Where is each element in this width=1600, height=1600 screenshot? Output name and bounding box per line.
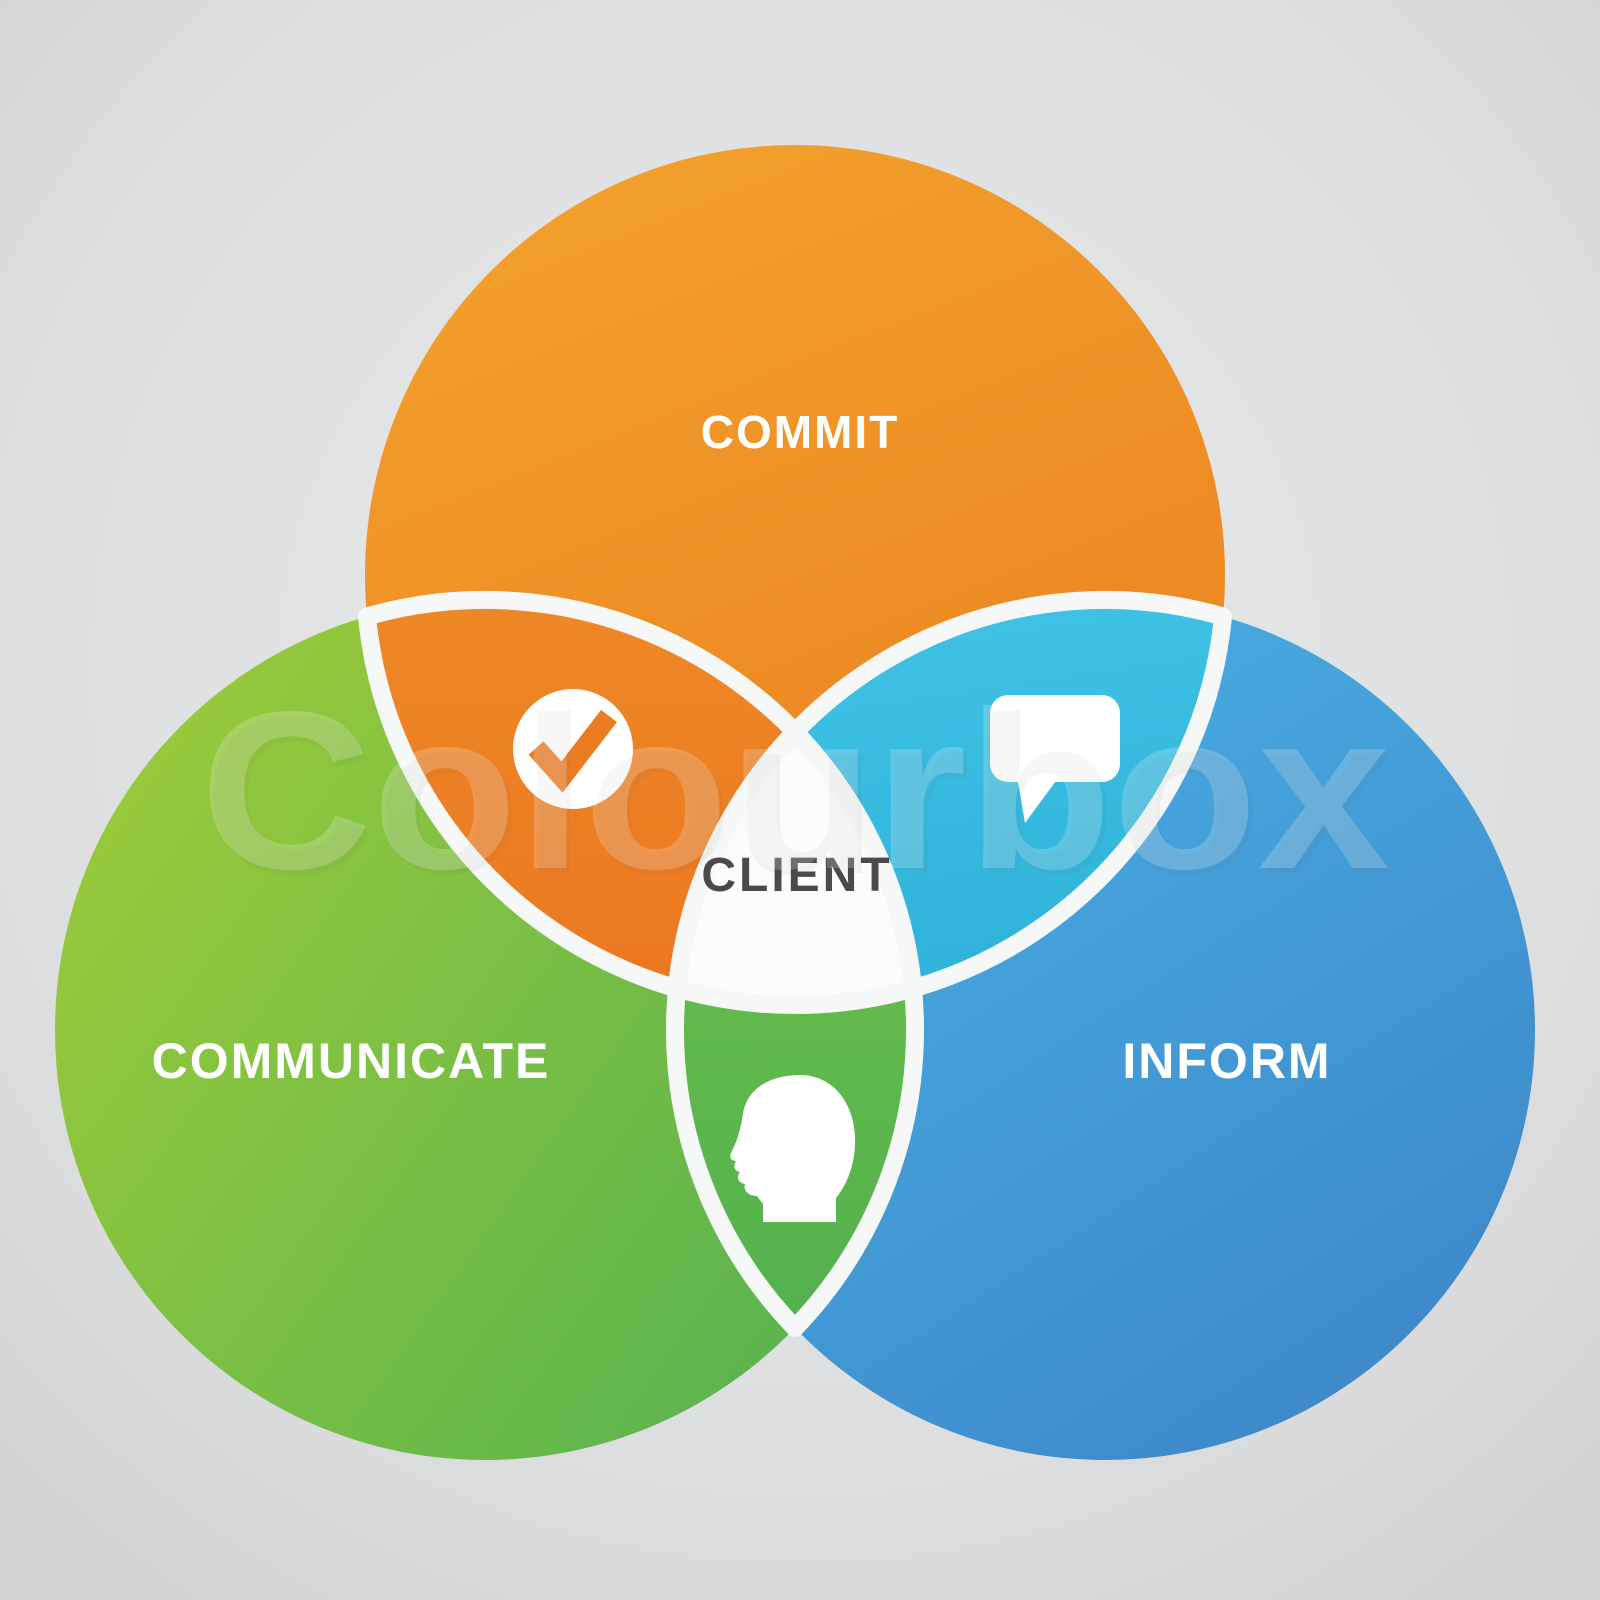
commit-label: COMMIT: [701, 406, 900, 458]
client-label: CLIENT: [701, 849, 892, 902]
watermark-text: Colourbox: [200, 664, 1390, 916]
speech-bubble-icon: [990, 695, 1120, 823]
watermark: Colourbox Colourbox: [200, 664, 1394, 921]
inform-label: INFORM: [1122, 1033, 1331, 1089]
head-profile-icon: [730, 1074, 856, 1222]
communicate-label: COMMUNICATE: [152, 1033, 551, 1089]
center-client-region: [668, 723, 922, 1015]
check-icon: [513, 689, 633, 809]
watermark-shadow-text: Colourbox: [204, 669, 1394, 921]
